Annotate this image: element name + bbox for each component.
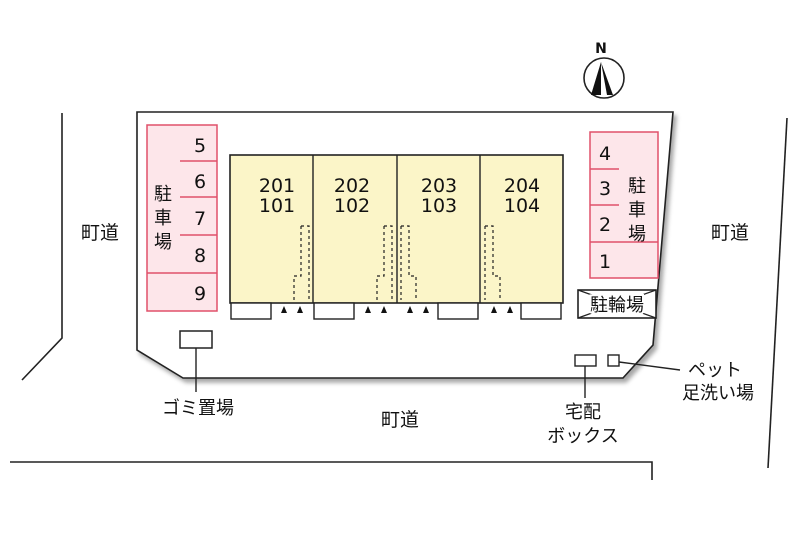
- bicycle-parking: 駐輪場: [577, 289, 657, 319]
- parking-left-label-2: 車: [154, 208, 172, 229]
- parking-space-9: 9: [194, 283, 206, 305]
- compass-north-label: N: [595, 41, 607, 57]
- unit-103: 103: [421, 195, 457, 217]
- parking-space-6: 6: [194, 171, 206, 193]
- road-label-bottom: 町道: [381, 409, 419, 431]
- unit-104: 104: [504, 195, 540, 217]
- pet-wash-label-1: ペット: [688, 360, 742, 381]
- unit-101: 101: [259, 195, 295, 217]
- delivery-box-label-1: 宅配: [565, 402, 601, 423]
- delivery-box: [574, 354, 597, 367]
- pet-wash-box: [607, 354, 620, 367]
- stairs-dashed: [293, 225, 501, 300]
- garbage-box: [179, 330, 213, 349]
- garbage-area: ゴミ置場: [162, 330, 234, 419]
- bottom-road-edge: [10, 461, 653, 480]
- right-road-edge: [767, 117, 788, 469]
- parking-left-label-3: 場: [154, 232, 172, 253]
- left-road-edge: [21, 113, 63, 381]
- entrance-arrows: [281, 306, 513, 313]
- parking-left-area: [146, 124, 218, 312]
- parking-right-label-3: 場: [628, 224, 646, 245]
- pet-wash-label-2: 足洗い場: [682, 383, 754, 404]
- unit-102: 102: [334, 195, 370, 217]
- parking-right-label-1: 駐: [628, 176, 646, 197]
- unit-202: 202: [334, 175, 370, 197]
- parking-space-4: 4: [599, 143, 611, 165]
- parking-left: 5 6 7 8 9 駐 車 場: [146, 124, 218, 312]
- unit-204: 204: [504, 175, 540, 197]
- parking-space-8: 8: [194, 245, 206, 267]
- parking-space-2: 2: [599, 214, 611, 236]
- compass-icon: N: [583, 41, 625, 99]
- road-label-left: 町道: [81, 222, 119, 244]
- parking-space-1: 1: [599, 251, 611, 273]
- garbage-label: ゴミ置場: [162, 398, 234, 419]
- parking-space-7: 7: [194, 208, 206, 230]
- delivery-box-area: 宅配 ボックス: [547, 354, 619, 447]
- parking-space-5: 5: [194, 135, 206, 157]
- unit-203: 203: [421, 175, 457, 197]
- parking-right-label-2: 車: [628, 200, 646, 221]
- parking-space-3: 3: [599, 178, 611, 200]
- pet-wash-area: ペット 足洗い場: [607, 354, 754, 404]
- unit-201: 201: [259, 175, 295, 197]
- apartment-building: 201 101 202 102 203 103 204 104: [229, 154, 564, 320]
- bicycle-parking-label: 駐輪場: [590, 295, 644, 316]
- delivery-box-label-2: ボックス: [547, 426, 618, 447]
- parking-right: 4 3 2 1 駐 車 場: [589, 131, 659, 279]
- porches: [230, 302, 562, 320]
- road-label-right: 町道: [711, 222, 749, 244]
- parking-left-label-1: 駐: [154, 184, 172, 205]
- road-edges: [10, 113, 788, 480]
